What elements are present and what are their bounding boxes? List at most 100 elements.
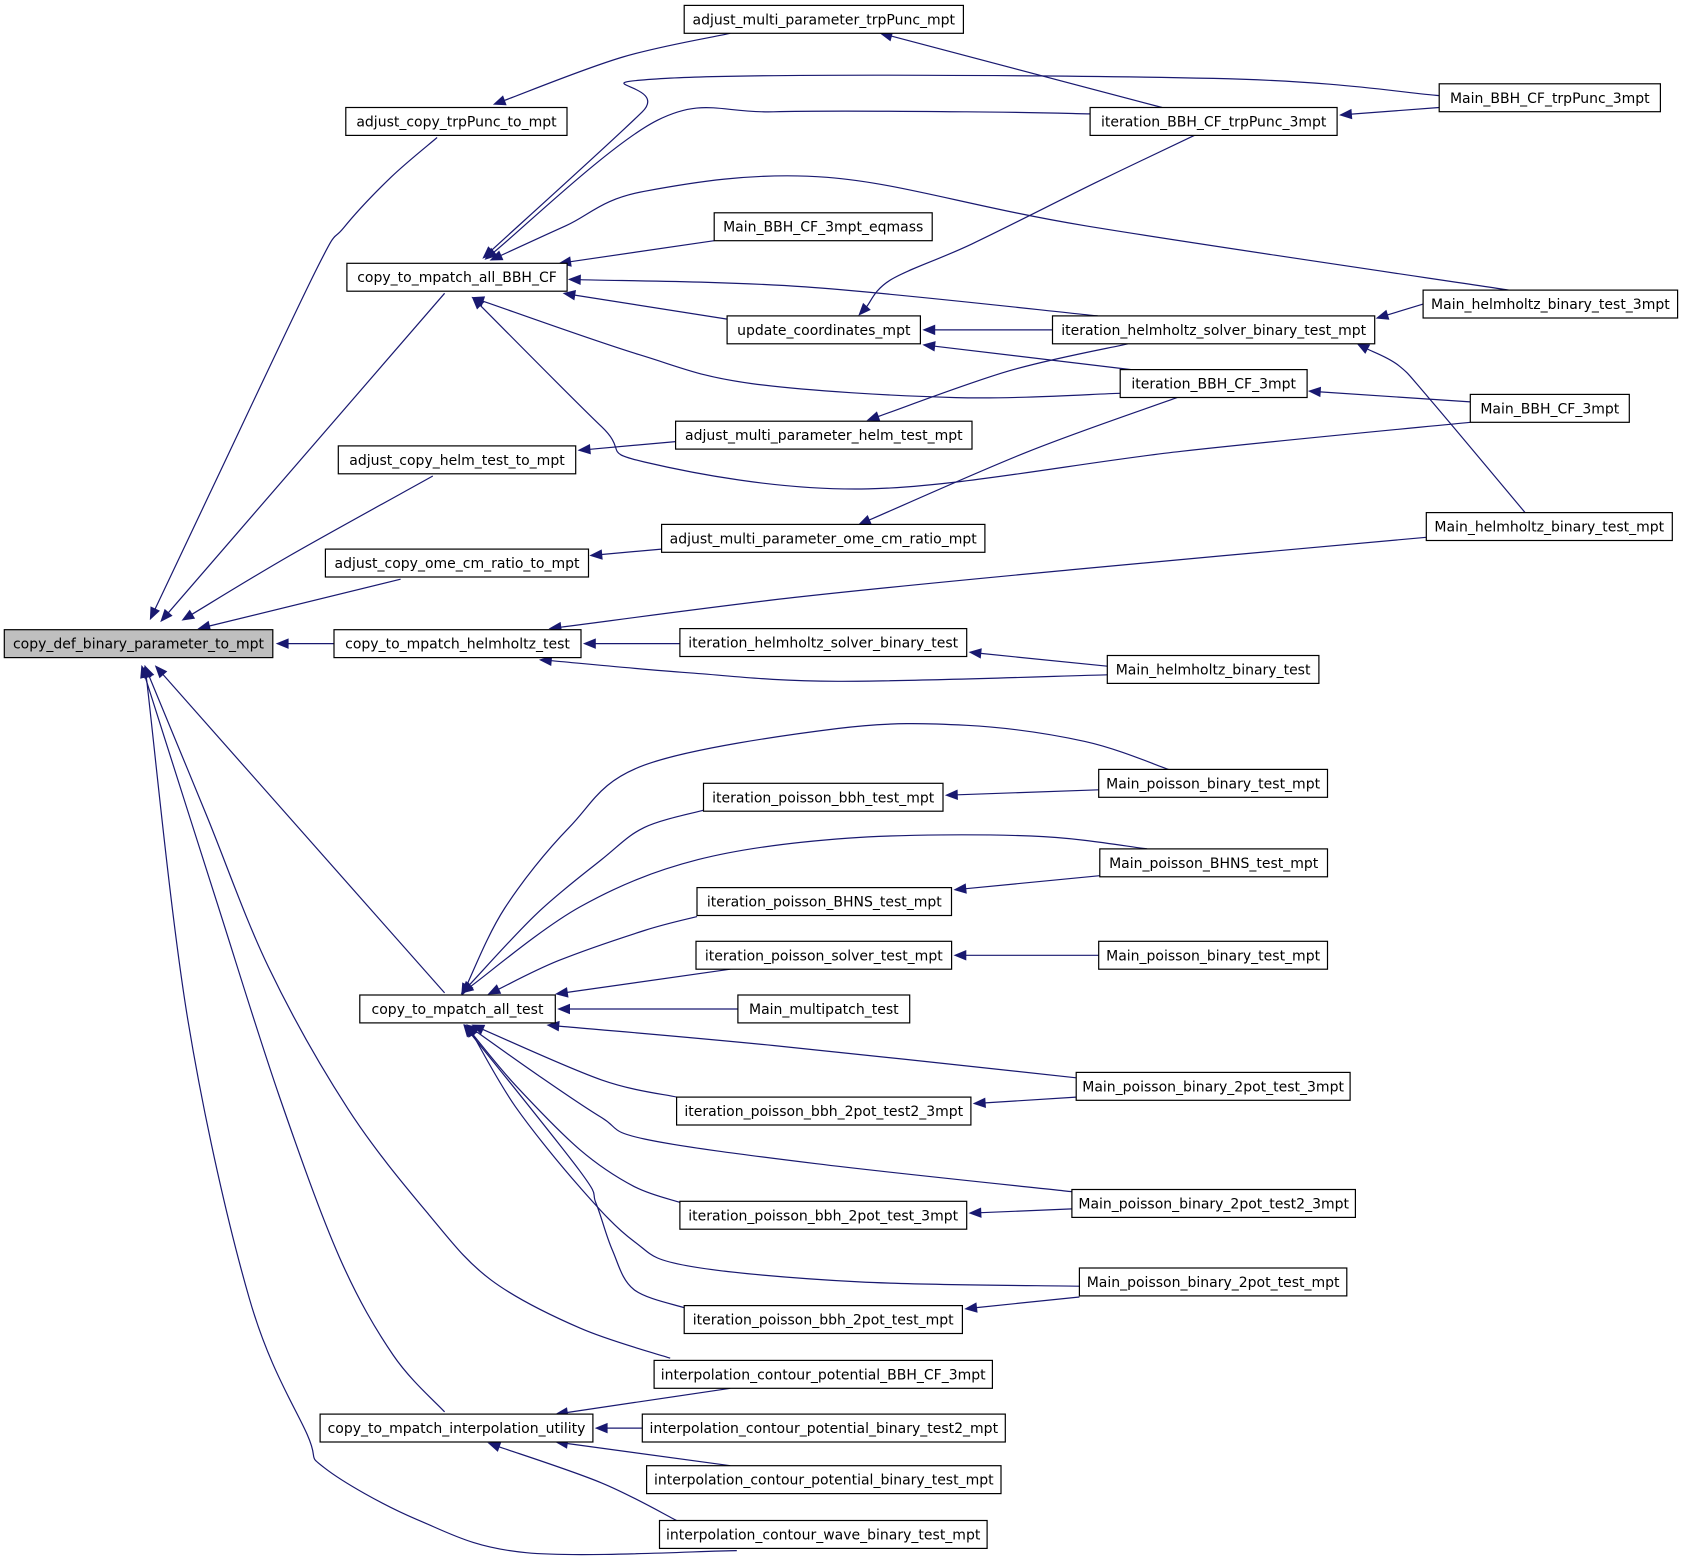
node-main-multi[interactable]: Main_multipatch_test xyxy=(737,994,911,1024)
node-label: adjust_copy_ome_cm_ratio_to_mpt xyxy=(335,556,580,572)
edge-iter_bbh3-to-adj_multi_ome xyxy=(857,397,1178,525)
node-label: Main_helmholtz_binary_test xyxy=(1116,662,1311,678)
node-interp-bbh[interactable]: interpolation_contour_potential_BBH_CF_3… xyxy=(653,1359,993,1389)
node-main-2pot-mpt[interactable]: Main_poisson_binary_2pot_test_mpt xyxy=(1078,1267,1348,1297)
edge-main_helm_3mpt-to-copy_bbh xyxy=(489,175,1510,291)
edge-line xyxy=(1351,106,1440,115)
node-main-pbt1[interactable]: Main_poisson_binary_test_mpt xyxy=(1098,768,1329,798)
edge-line xyxy=(1320,391,1471,403)
node-box xyxy=(319,1413,594,1443)
node-iter-pbbh[interactable]: iteration_poisson_bbh_test_mpt xyxy=(702,782,944,812)
node-main-bhns[interactable]: Main_poisson_BHNS_test_mpt xyxy=(1099,848,1329,878)
edge-line xyxy=(504,32,731,101)
node-label: iteration_poisson_bbh_2pot_test_mpt xyxy=(693,1313,954,1329)
edge-iter_trp-to-adj_multi_trp xyxy=(879,31,1163,109)
edge-iter_2pot_mpt-to-copy_all_test xyxy=(463,1024,685,1309)
edge-line xyxy=(468,809,704,986)
edge-line xyxy=(191,475,434,615)
node-interp-t[interactable]: interpolation_contour_potential_binary_t… xyxy=(645,1465,1002,1495)
node-iter-2pot-t2-3[interactable]: iteration_poisson_bbh_2pot_test2_3mpt xyxy=(675,1096,972,1126)
node-box xyxy=(679,627,968,658)
node-main-trp[interactable]: Main_BBH_CF_trpPunc_3mpt xyxy=(1438,83,1661,113)
node-label: interpolation_contour_potential_binary_t… xyxy=(650,1421,999,1437)
node-adj-ome[interactable]: adjust_copy_ome_cm_ratio_to_mpt xyxy=(324,548,590,578)
node-update-coord[interactable]: update_coordinates_mpt xyxy=(726,315,921,345)
node-adj-multi-trp[interactable]: adjust_multi_parameter_trpPunc_mpt xyxy=(683,4,965,34)
node-main-helm-3mpt[interactable]: Main_helmholtz_binary_test_3mpt xyxy=(1422,289,1679,319)
arrowhead xyxy=(594,1422,608,1434)
node-label: Main_BBH_CF_3mpt_eqmass xyxy=(723,220,923,236)
edge-line xyxy=(869,397,1178,521)
node-iter-2pot-3[interactable]: iteration_poisson_bbh_2pot_test_3mpt xyxy=(679,1200,968,1230)
edge-interp_bbh-to-copy_interp xyxy=(554,1387,731,1418)
edge-iter_bhns-to-copy_all_test xyxy=(487,916,698,995)
edge-line xyxy=(558,1025,1077,1079)
node-iter-trp[interactable]: iteration_BBH_CF_trpPunc_3mpt xyxy=(1089,106,1338,136)
arrowhead xyxy=(487,1441,502,1452)
node-label: interpolation_contour_wave_binary_test_m… xyxy=(666,1527,981,1543)
node-main-pbt2[interactable]: Main_poisson_binary_test_mpt xyxy=(1098,940,1329,970)
node-copy-all-test[interactable]: copy_to_mpatch_all_test xyxy=(359,994,556,1024)
node-label: iteration_helmholtz_solver_binary_test xyxy=(688,636,958,652)
node-label: iteration_poisson_bbh_test_mpt xyxy=(712,790,935,806)
edge-interp_t2-to-copy_interp xyxy=(594,1422,643,1434)
node-box xyxy=(653,1359,993,1389)
node-iter-helm[interactable]: iteration_helmholtz_solver_binary_test xyxy=(679,627,968,658)
node-iter-psolver[interactable]: iteration_poisson_solver_test_mpt xyxy=(695,940,953,970)
node-box xyxy=(1051,315,1376,345)
node-label: Main_poisson_binary_test_mpt xyxy=(1106,948,1320,964)
node-box xyxy=(713,212,933,242)
node-interp-t2[interactable]: interpolation_contour_potential_binary_t… xyxy=(641,1413,1006,1443)
node-interp-wave[interactable]: interpolation_contour_wave_binary_test_m… xyxy=(658,1519,988,1549)
node-box xyxy=(675,1096,972,1126)
arrowhead xyxy=(964,1302,978,1313)
arrowhead xyxy=(562,289,577,301)
node-iter-bbh3[interactable]: iteration_BBH_CF_3mpt xyxy=(1119,369,1308,399)
node-label: Main_poisson_binary_2pot_test_3mpt xyxy=(1082,1079,1344,1095)
node-adj-helm[interactable]: adjust_copy_helm_test_to_mpt xyxy=(337,445,577,475)
node-main-2pot-t2-3[interactable]: Main_poisson_binary_2pot_test2_3mpt xyxy=(1071,1188,1357,1218)
node-root[interactable]: copy_def_binary_parameter_to_mpt xyxy=(3,629,274,659)
edge-adj_trp-to-root xyxy=(149,137,438,621)
node-label: interpolation_contour_potential_binary_t… xyxy=(654,1473,994,1489)
node-copy-interp[interactable]: copy_to_mpatch_interpolation_utility xyxy=(319,1413,594,1443)
node-box xyxy=(1119,369,1308,399)
arrowhead xyxy=(197,620,212,632)
node-iter-bhns[interactable]: iteration_poisson_BHNS_test_mpt xyxy=(696,886,953,917)
node-main-2pot3[interactable]: Main_poisson_binary_2pot_test_3mpt xyxy=(1075,1071,1351,1101)
node-iter-2pot-mpt[interactable]: iteration_poisson_bbh_2pot_test_mpt xyxy=(683,1304,964,1335)
node-box xyxy=(641,1413,1006,1443)
node-box xyxy=(324,548,590,578)
node-adj-multi-ome[interactable]: adjust_multi_parameter_ome_cm_ratio_mpt xyxy=(660,523,986,553)
node-adj-trp[interactable]: adjust_copy_trpPunc_to_mpt xyxy=(345,106,568,136)
node-box xyxy=(1089,106,1338,136)
edge-line xyxy=(957,789,1099,796)
arrowhead xyxy=(1307,386,1322,398)
node-main-helm[interactable]: Main_helmholtz_binary_test xyxy=(1106,654,1320,684)
edge-line xyxy=(601,548,662,556)
node-copy-helm[interactable]: copy_to_mpatch_helmholtz_test xyxy=(333,629,582,659)
arrowhead xyxy=(858,302,871,316)
arrowhead xyxy=(1356,343,1371,354)
node-box xyxy=(696,886,953,917)
edge-line xyxy=(148,676,671,1359)
arrowhead xyxy=(922,324,936,336)
node-main-helm-mpt[interactable]: Main_helmholtz_binary_test_mpt xyxy=(1425,511,1673,542)
edge-iter_bbh3-to-update_coord xyxy=(922,341,1132,371)
node-label: copy_to_mpatch_interpolation_utility xyxy=(328,1421,586,1437)
arrowhead xyxy=(577,444,591,455)
node-label: adjust_copy_helm_test_to_mpt xyxy=(349,453,565,469)
arrowhead xyxy=(1339,108,1353,120)
node-iter-helm-mpt[interactable]: iteration_helmholtz_solver_binary_test_m… xyxy=(1051,315,1376,345)
node-label: Main_poisson_BHNS_test_mpt xyxy=(1109,856,1319,872)
node-adj-multi-helm[interactable]: adjust_multi_parameter_helm_test_mpt xyxy=(674,420,973,450)
arrowhead xyxy=(492,95,507,106)
node-box xyxy=(702,782,944,812)
node-label: copy_def_binary_parameter_to_mpt xyxy=(13,637,265,653)
node-copy-bbh[interactable]: copy_to_mpatch_all_BBH_CF xyxy=(346,262,568,292)
arrowhead xyxy=(471,296,485,310)
arrowhead xyxy=(968,1207,982,1218)
edge-line xyxy=(145,677,737,1556)
node-main-eqmass[interactable]: Main_BBH_CF_3mpt_eqmass xyxy=(713,212,933,242)
node-main-bbh3[interactable]: Main_BBH_CF_3mpt xyxy=(1469,393,1630,423)
